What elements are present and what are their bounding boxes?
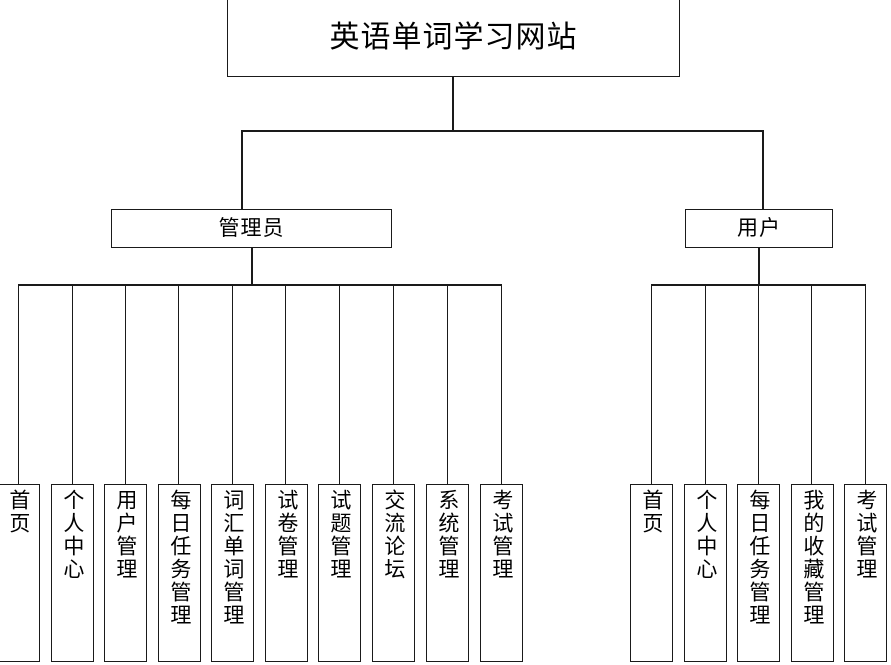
connector-admin-drop-10 — [501, 284, 503, 485]
connector-root-down — [452, 77, 454, 131]
connector-admin-drop-4 — [178, 284, 180, 485]
leaf-user-1-label: 首页 — [639, 489, 664, 535]
connector-admin-drop-6 — [285, 284, 287, 485]
connector-admin-drop-3 — [125, 284, 127, 485]
leaf-admin-1[interactable]: 首页 — [0, 484, 40, 662]
leaf-admin-3[interactable]: 用户管理 — [104, 484, 147, 662]
leaf-admin-8[interactable]: 交流论坛 — [372, 484, 415, 662]
node-branch-user[interactable]: 用户 — [685, 209, 833, 248]
leaf-user-2[interactable]: 个人中心 — [684, 484, 727, 662]
leaf-user-1[interactable]: 首页 — [630, 484, 673, 662]
leaf-admin-6-label: 试卷管理 — [274, 489, 299, 581]
leaf-admin-10[interactable]: 考试管理 — [480, 484, 523, 662]
leaf-admin-2[interactable]: 个人中心 — [51, 484, 94, 662]
connector-bus-to-admin — [241, 130, 243, 210]
leaf-user-4[interactable]: 我的收藏管理 — [791, 484, 834, 662]
connector-user-drop-5 — [865, 284, 867, 485]
leaf-user-4-label: 我的收藏管理 — [800, 489, 825, 627]
leaf-user-5[interactable]: 考试管理 — [844, 484, 887, 662]
leaf-user-2-label: 个人中心 — [693, 489, 718, 581]
connector-user-drop-2 — [705, 284, 707, 485]
connector-admin-down — [251, 247, 253, 285]
leaf-user-3-label: 每日任务管理 — [746, 489, 771, 627]
node-root-label: 英语单词学习网站 — [329, 21, 578, 54]
node-root[interactable]: 英语单词学习网站 — [227, 0, 680, 77]
connector-bus-to-user — [762, 130, 764, 210]
connector-top-bus — [241, 130, 763, 132]
connector-admin-drop-5 — [232, 284, 234, 485]
connector-user-drop-4 — [811, 284, 813, 485]
leaf-admin-7[interactable]: 试题管理 — [318, 484, 361, 662]
connector-user-drop-3 — [758, 284, 760, 485]
connector-admin-drop-1 — [18, 284, 20, 485]
leaf-admin-3-label: 用户管理 — [113, 489, 138, 581]
leaf-admin-6[interactable]: 试卷管理 — [265, 484, 308, 662]
leaf-admin-5-label: 词汇单词管理 — [220, 489, 245, 627]
leaf-admin-10-label: 考试管理 — [489, 489, 514, 581]
leaf-admin-9-label: 系统管理 — [435, 489, 460, 581]
leaf-admin-7-label: 试题管理 — [327, 489, 352, 581]
node-branch-user-label: 用户 — [737, 215, 781, 240]
leaf-admin-4-label: 每日任务管理 — [167, 489, 192, 627]
connector-admin-drop-9 — [447, 284, 449, 485]
connector-admin-drop-8 — [393, 284, 395, 485]
leaf-user-3[interactable]: 每日任务管理 — [737, 484, 780, 662]
node-branch-admin-label: 管理员 — [218, 215, 285, 240]
leaf-admin-9[interactable]: 系统管理 — [426, 484, 469, 662]
leaf-user-5-label: 考试管理 — [853, 489, 878, 581]
leaf-admin-5[interactable]: 词汇单词管理 — [211, 484, 254, 662]
connector-admin-leaf-bus — [18, 284, 502, 286]
connector-admin-drop-7 — [339, 284, 341, 485]
leaf-admin-8-label: 交流论坛 — [381, 489, 406, 581]
connector-user-drop-1 — [651, 284, 653, 485]
leaf-admin-1-label: 首页 — [6, 489, 31, 535]
leaf-admin-2-label: 个人中心 — [60, 489, 85, 581]
connector-user-down — [758, 247, 760, 285]
leaf-admin-4[interactable]: 每日任务管理 — [158, 484, 201, 662]
node-branch-admin[interactable]: 管理员 — [111, 209, 392, 248]
connector-admin-drop-2 — [72, 284, 74, 485]
